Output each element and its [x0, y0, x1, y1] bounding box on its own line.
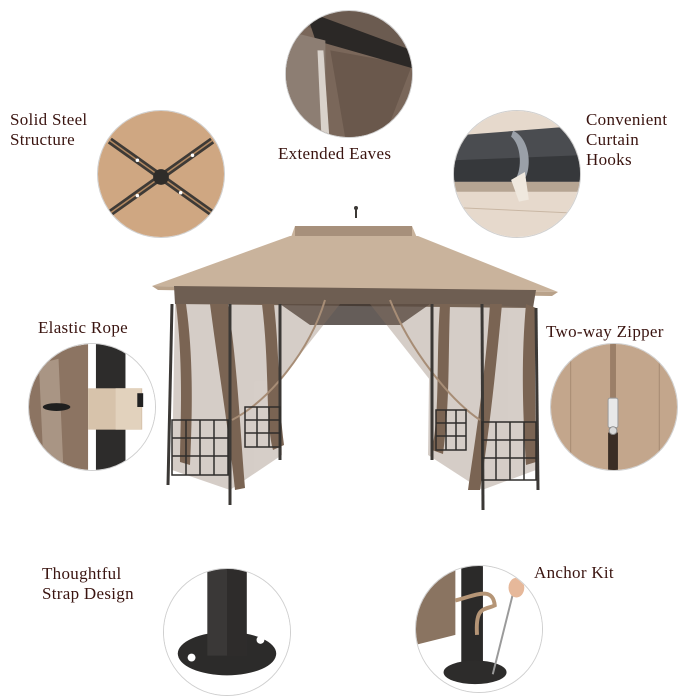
anchor-kit-detail-image [415, 565, 543, 693]
feature-label-anchor-kit: Anchor Kit [534, 563, 614, 582]
feature-label-solid-steel-structure: Solid Steel Structure [10, 110, 88, 149]
gazebo-main-image [150, 200, 560, 520]
zipper-icon [551, 344, 677, 470]
curtain-hook-icon [454, 111, 580, 237]
gazebo-illustration [152, 206, 558, 511]
two-way-zipper-detail-image [550, 343, 678, 471]
feature-label-extended-eaves: Extended Eaves [278, 144, 392, 163]
curtain-hooks-detail-image [453, 110, 581, 238]
extended-eaves-detail-image [285, 10, 413, 138]
elastic-rope-icon [29, 344, 155, 470]
solid-steel-structure-detail-image [97, 110, 225, 238]
feature-label-thoughtful-strap-design: Thoughtful Strap Design [42, 564, 134, 603]
feature-label-convenient-curtain-hooks: Convenient Curtain Hooks [586, 110, 668, 169]
steel-frame-cross-icon [98, 111, 224, 237]
feature-label-two-way-zipper: Two-way Zipper [546, 322, 664, 341]
eave-corner-icon [286, 11, 412, 137]
feature-label-elastic-rope: Elastic Rope [38, 318, 128, 337]
strap-design-detail-image [163, 568, 291, 696]
post-base-plate-icon [164, 569, 290, 695]
anchor-stake-icon [416, 566, 542, 692]
elastic-rope-detail-image [28, 343, 156, 471]
